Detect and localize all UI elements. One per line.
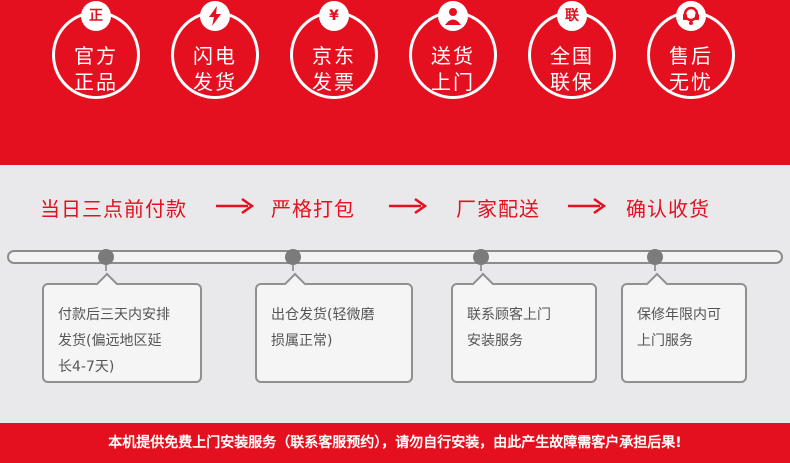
timeline-dot [98,249,114,265]
arrow-right-icon [389,197,427,215]
step-ship: 厂家配送 [456,197,540,221]
timeline-track [7,250,783,264]
badge-warranty: 联 全国 联保 [528,1,616,99]
badge-line1: 京东 [312,44,356,68]
badge-line2: 上门 [431,70,475,94]
step-pack: 严格打包 [271,197,355,221]
step-receive: 确认收货 [626,197,710,221]
note-text: 保修年限内可 上门服务 [637,307,721,349]
timeline-dot [285,249,301,265]
note-text: 付款后三天内安排 发货(偏远地区延 长4-7天) [58,307,170,375]
note-text: 出仓发货(轻微磨 损属正常) [271,307,375,349]
badge-home-delivery: 送货 上门 [409,1,497,99]
lian-char-icon: 联 [557,1,587,31]
badge-line1: 送货 [431,44,475,68]
badge-line2: 正品 [74,70,118,94]
delivery-person-icon [438,1,468,31]
note-pay: 付款后三天内安排 发货(偏远地区延 长4-7天) [42,272,202,383]
timeline-dot [647,249,663,265]
delivery-process: 当日三点前付款 严格打包 厂家配送 确认收货 付款后三天内安排 发货(偏远地区延… [0,165,790,423]
badge-line1: 闪电 [193,44,237,68]
badge-line1: 官方 [74,44,118,68]
customer-service-icon [676,1,706,31]
badge-line2: 联保 [550,70,594,94]
badge-invoice: ¥ 京东 发票 [290,1,378,99]
badge-after-sales: 售后 无忧 [647,1,735,99]
service-banner: 正 官方 正品 闪电 发货 ¥ 京东 发票 送货 上门 联 全国 联保 售后 无… [0,0,790,165]
step-pay: 当日三点前付款 [40,197,187,221]
badge-line1: 售后 [669,44,713,68]
lightning-icon [200,1,230,31]
badge-line2: 无忧 [669,70,713,94]
badge-fast-shipping: 闪电 发货 [171,1,259,99]
badge-line2: 发票 [312,70,356,94]
note-ship: 联系顾客上门 安装服务 [451,272,597,383]
note-receive: 保修年限内可 上门服务 [621,272,747,383]
badge-genuine: 正 官方 正品 [52,1,140,99]
arrow-right-icon [216,197,254,215]
zheng-char-icon: 正 [81,1,111,31]
installation-notice: 本机提供免费上门安装服务（联系客服预约），请勿自行安装，由此产生故障需客户承担后… [0,423,790,463]
timeline-dot [473,249,489,265]
note-pack: 出仓发货(轻微磨 损属正常) [255,272,413,383]
badge-line1: 全国 [550,44,594,68]
yen-icon: ¥ [319,1,349,31]
arrow-right-icon [568,197,606,215]
badge-line2: 发货 [193,70,237,94]
note-text: 联系顾客上门 安装服务 [467,307,551,349]
